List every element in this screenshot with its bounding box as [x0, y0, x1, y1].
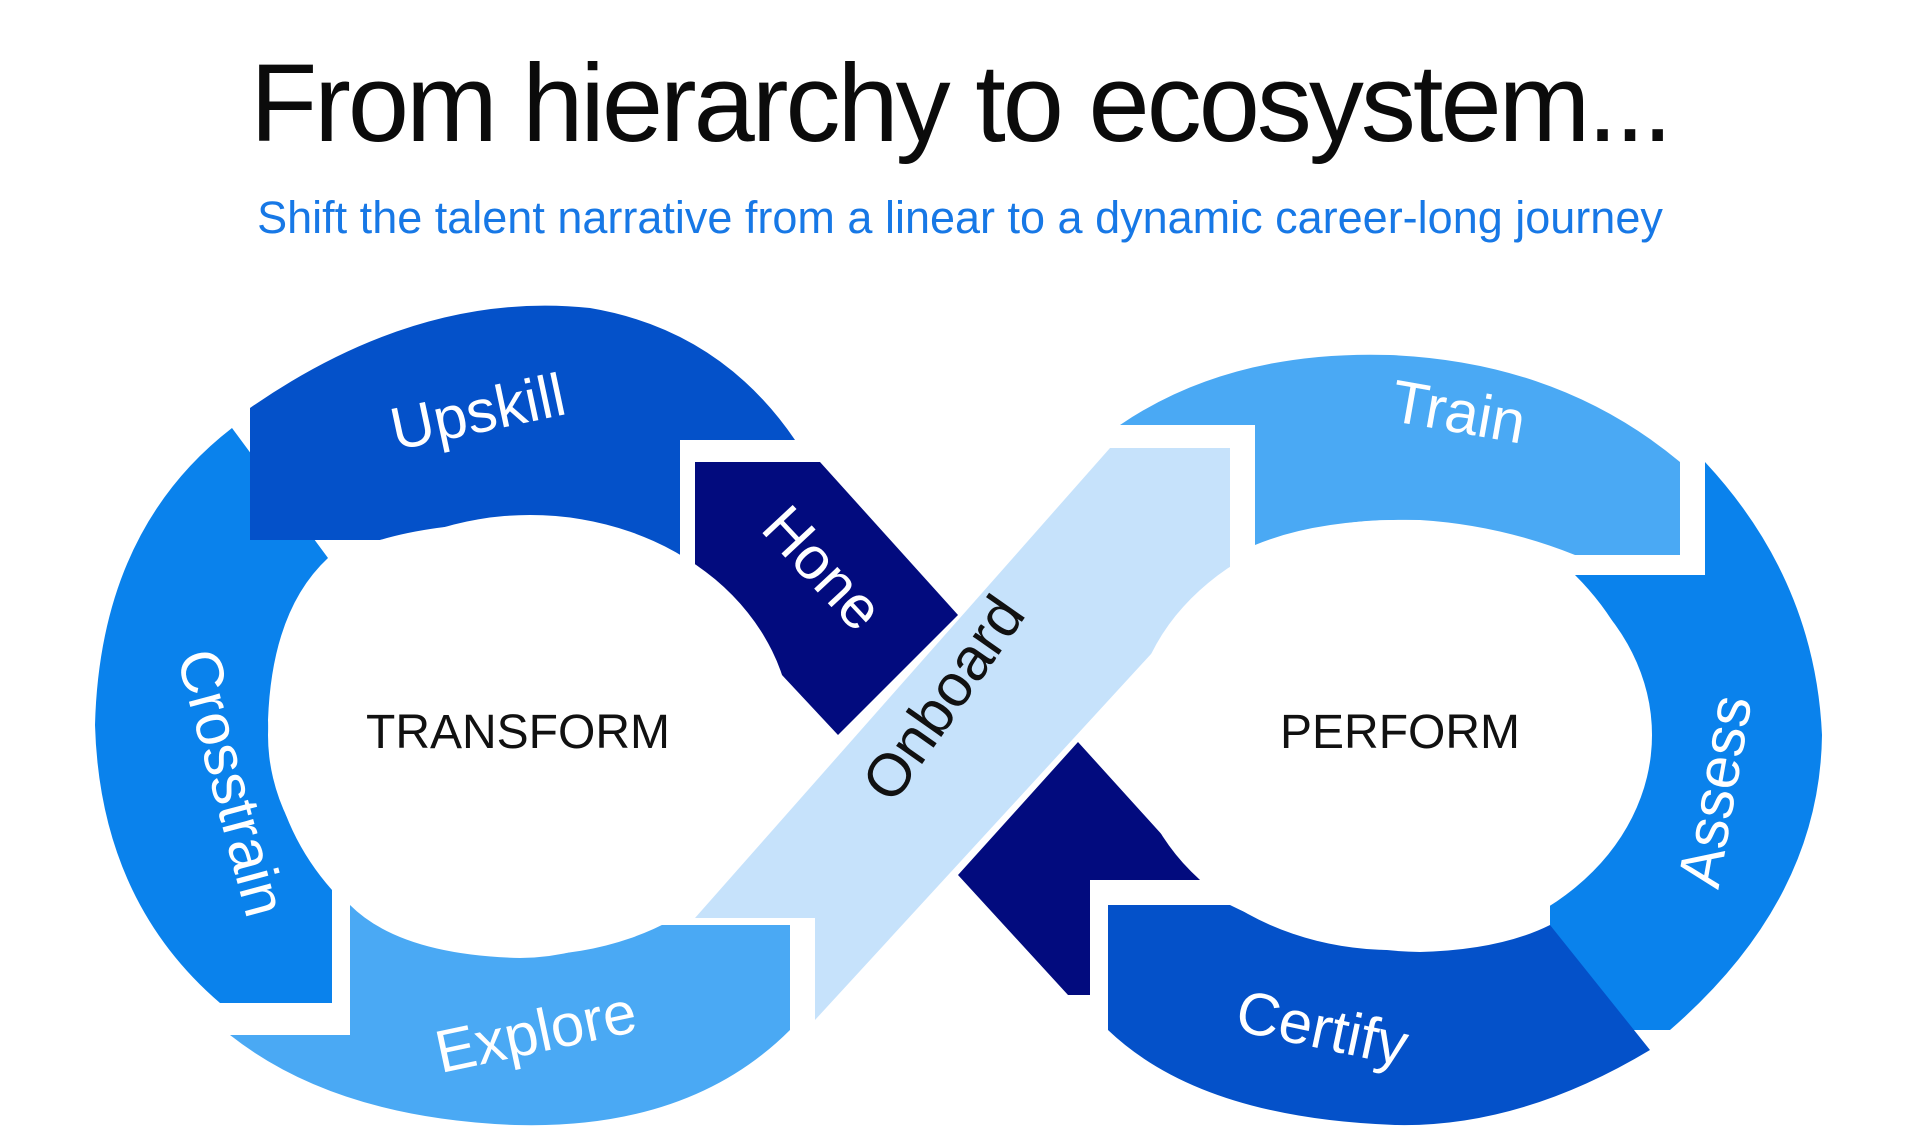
right-loop-center	[1132, 520, 1652, 950]
segment-assess	[1550, 462, 1822, 1030]
page-title: From hierarchy to ecosystem...	[250, 42, 1673, 165]
segment-right-arrow-dark	[958, 742, 1203, 995]
transform-label: TRANSFORM	[366, 706, 670, 759]
segment-train	[1120, 354, 1680, 555]
segment-hone	[695, 462, 958, 735]
perform-label: PERFORM	[1280, 706, 1520, 759]
segment-explore	[230, 905, 790, 1126]
segment-crosstrain	[95, 428, 332, 1003]
segment-certify	[1108, 905, 1650, 1126]
page-subtitle: Shift the talent narrative from a linear…	[257, 192, 1663, 243]
left-loop-center	[268, 515, 792, 955]
segment-onboard	[695, 448, 1230, 1020]
segment-upskill	[250, 305, 795, 560]
